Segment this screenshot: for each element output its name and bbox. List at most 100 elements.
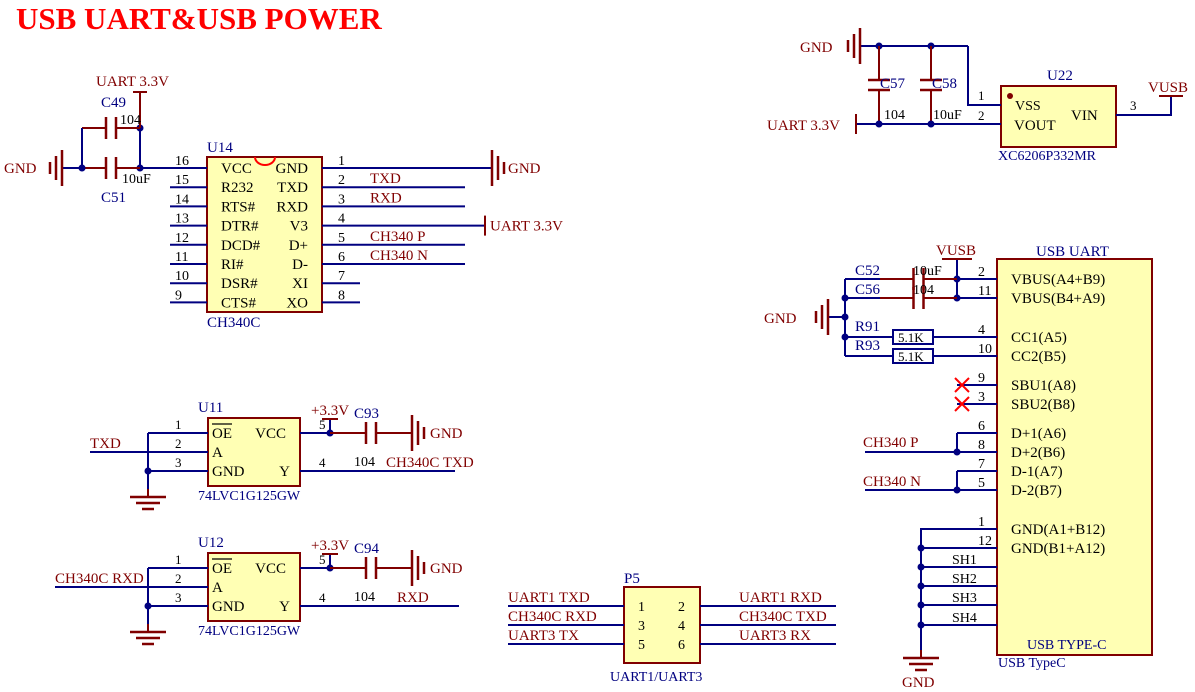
usb-pin-number: 10 xyxy=(978,342,992,357)
usb-pin-number: 6 xyxy=(978,419,985,434)
usb-pin-number: 12 xyxy=(978,534,992,549)
u12-body xyxy=(207,552,301,622)
r91-refdes: R91 xyxy=(855,319,880,335)
pin-label: GND xyxy=(212,599,245,615)
p5-part-name: UART1/UART3 xyxy=(610,670,702,685)
junction-dot xyxy=(917,601,925,609)
junction-dot xyxy=(875,120,883,128)
power-port-label: VUSB xyxy=(936,243,976,259)
wire-segment xyxy=(920,528,957,650)
pin-number: 4 xyxy=(678,619,685,634)
cap-refdes: C94 xyxy=(354,541,380,557)
usb-pin-number: 5 xyxy=(978,476,985,491)
u14-pin-number: 15 xyxy=(175,173,189,188)
pin-number: 1 xyxy=(175,552,182,567)
u14-refdes: U14 xyxy=(207,140,233,156)
wire-segment xyxy=(1116,96,1172,116)
usb-pin-label: D-1(A7) xyxy=(1011,464,1063,480)
net-label: CH340C RXD xyxy=(508,609,597,625)
pin-number: 3 xyxy=(175,590,182,605)
u14-pin-label: GND xyxy=(276,161,309,177)
net-label: UART3 RX xyxy=(739,628,811,644)
usb-pin-number: 1 xyxy=(978,515,985,530)
oe-pin-label: OE xyxy=(212,426,232,442)
u14-part-name: CH340C xyxy=(207,315,260,331)
usb-pin-number: SH1 xyxy=(952,553,977,568)
net-label: CH340C TXD xyxy=(386,455,474,471)
ch340c-body xyxy=(206,156,323,313)
c52-value: 10uF xyxy=(913,264,942,279)
pin-number: 4 xyxy=(319,455,326,470)
r93-body xyxy=(892,348,934,364)
u22-refdes: U22 xyxy=(1047,68,1073,84)
pin-number: 3 xyxy=(175,455,182,470)
u14-pin-number: 8 xyxy=(338,288,345,303)
u14-pin-number: 7 xyxy=(338,269,345,284)
c49-refdes: C49 xyxy=(101,95,126,111)
gnd-label: GND xyxy=(4,161,37,177)
cap-value: 104 xyxy=(354,455,375,470)
c56-refdes: C56 xyxy=(855,282,881,298)
pin-number: 5 xyxy=(319,552,326,567)
usb-pin-label: GND(B1+A12) xyxy=(1011,541,1105,557)
pin-number: 2 xyxy=(175,436,182,451)
u14-pin-number: 13 xyxy=(175,212,189,227)
gnd-label: GND xyxy=(508,161,541,177)
net-label: CH340C RXD xyxy=(55,571,144,587)
usb-pin-number: 2 xyxy=(978,265,985,280)
junction-dot xyxy=(917,582,925,590)
usb-pin-label: GND(A1+B12) xyxy=(1011,522,1105,538)
pin-number: 6 xyxy=(678,638,685,653)
pin-number: 5 xyxy=(319,417,326,432)
u22-pin-label: VSS xyxy=(1015,99,1041,114)
c57-refdes: C57 xyxy=(880,76,906,92)
u14-pin-label: RXD xyxy=(276,199,308,215)
usb-pin-label: VBUS(A4+B9) xyxy=(1011,272,1105,288)
no-connect-mark xyxy=(954,396,970,412)
usb-pin-label: D-2(B7) xyxy=(1011,483,1062,499)
pin-number: 5 xyxy=(638,638,645,653)
u14-pin-number: 3 xyxy=(338,192,345,207)
net-label: CH340 N xyxy=(863,474,921,490)
u11-part-name: 74LVC1G125GW xyxy=(198,489,301,504)
u14-pin-number: 4 xyxy=(338,212,345,227)
gnd-label: GND xyxy=(430,426,463,442)
usb-pin-number: 11 xyxy=(978,284,991,299)
u14-pin-number: 1 xyxy=(338,154,345,169)
u14-pin-label: RI# xyxy=(221,257,244,273)
usb-part-name: USB TYPE-C xyxy=(1027,638,1106,653)
c51-refdes: C51 xyxy=(101,190,126,206)
u22-part-name: XC6206P332MR xyxy=(998,149,1097,164)
power-port-label: +3.3V xyxy=(311,403,349,419)
junction-dot xyxy=(927,120,935,128)
pin1-dot xyxy=(1007,93,1013,99)
usb-pin-number: 7 xyxy=(978,457,985,472)
c56-value: 104 xyxy=(913,283,934,298)
usb-refdes: USB UART xyxy=(1036,244,1109,260)
junction-dot xyxy=(917,544,925,552)
power-port-label: +3.3V xyxy=(311,538,349,554)
power-port-label: VUSB xyxy=(1148,80,1188,96)
usb-pin-label: SBU2(B8) xyxy=(1011,397,1075,413)
u14-pin-label: VCC xyxy=(221,161,252,177)
c49-value: 104 xyxy=(120,113,141,128)
c52-refdes: C52 xyxy=(855,263,880,279)
net-label: CH340 P xyxy=(370,229,425,245)
usb-pin-number: 8 xyxy=(978,438,985,453)
u22-pin-label: VIN xyxy=(1071,108,1098,124)
net-label: UART1 RXD xyxy=(739,590,822,606)
pin-number: 2 xyxy=(678,600,685,615)
gnd-label: GND xyxy=(800,40,833,56)
power-port-label: UART 3.3V xyxy=(490,219,563,235)
u14-pin-label: D+ xyxy=(289,238,308,254)
no-connect-mark xyxy=(954,377,970,393)
usb-pin-label: CC1(A5) xyxy=(1011,330,1067,346)
u14-pin-number: 14 xyxy=(175,192,189,207)
c51-value: 10uF xyxy=(122,172,151,187)
gnd-label: GND xyxy=(902,675,935,691)
cap-value: 104 xyxy=(354,590,375,605)
usb-pin-number: 9 xyxy=(978,371,985,386)
u22-pin-number: 2 xyxy=(978,108,985,123)
u14-pin-number: 2 xyxy=(338,173,345,188)
